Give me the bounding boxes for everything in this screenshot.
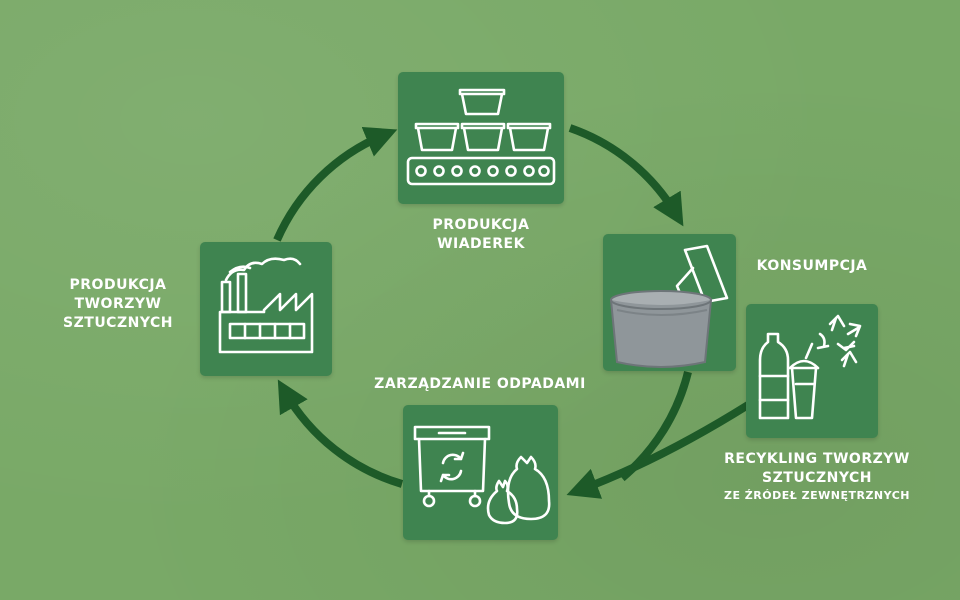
label-line: SZTUCZNYCH — [63, 315, 173, 331]
arrow-production-to-consumption — [568, 124, 684, 227]
bottles-recycle-icon — [758, 314, 862, 420]
label-waste-management: ZARZĄDZANIE ODPADAMI — [356, 375, 604, 394]
plastics-production-tile — [200, 242, 332, 376]
arrow-consumption-to-waste — [619, 371, 692, 482]
label-line: PRODUKCJA — [69, 277, 167, 293]
label-recycling: RECYKLING TWORZYW SZTUCZNYCH ZE ŹRÓDEŁ Z… — [712, 450, 922, 503]
label-line: RECYKLING TWORZYW — [724, 451, 910, 467]
arrow-waste-to-plastics — [277, 379, 404, 488]
consumption-tile — [603, 234, 736, 371]
label-plastics-production: PRODUKCJA TWORZYW SZTUCZNYCH — [50, 276, 186, 333]
bucket-production-tile — [398, 72, 564, 204]
conveyor-buckets-icon — [406, 88, 556, 186]
paint-bucket-roller-icon — [610, 244, 729, 368]
arrow-recycling-to-waste — [566, 401, 751, 499]
label-line: ZARZĄDZANIE ODPADAMI — [374, 376, 586, 392]
label-line: PRODUKCJA — [432, 217, 530, 233]
label-consumption: KONSUMPCJA — [744, 257, 880, 276]
recycling-tile — [746, 304, 878, 438]
label-line: KONSUMPCJA — [756, 258, 868, 274]
label-subline: ZE ŹRÓDEŁ ZEWNĘTRZNYCH — [723, 489, 910, 502]
label-line: WIADEREK — [437, 236, 525, 252]
arrow-plastics-to-production — [273, 126, 398, 242]
label-bucket-production: PRODUKCJA WIADEREK — [400, 216, 562, 254]
waste-bin-bags-icon — [413, 425, 551, 525]
waste-management-tile — [403, 405, 558, 540]
label-line: TWORZYW — [74, 296, 162, 312]
label-line: SZTUCZNYCH — [762, 470, 872, 486]
factory-icon — [218, 257, 314, 354]
